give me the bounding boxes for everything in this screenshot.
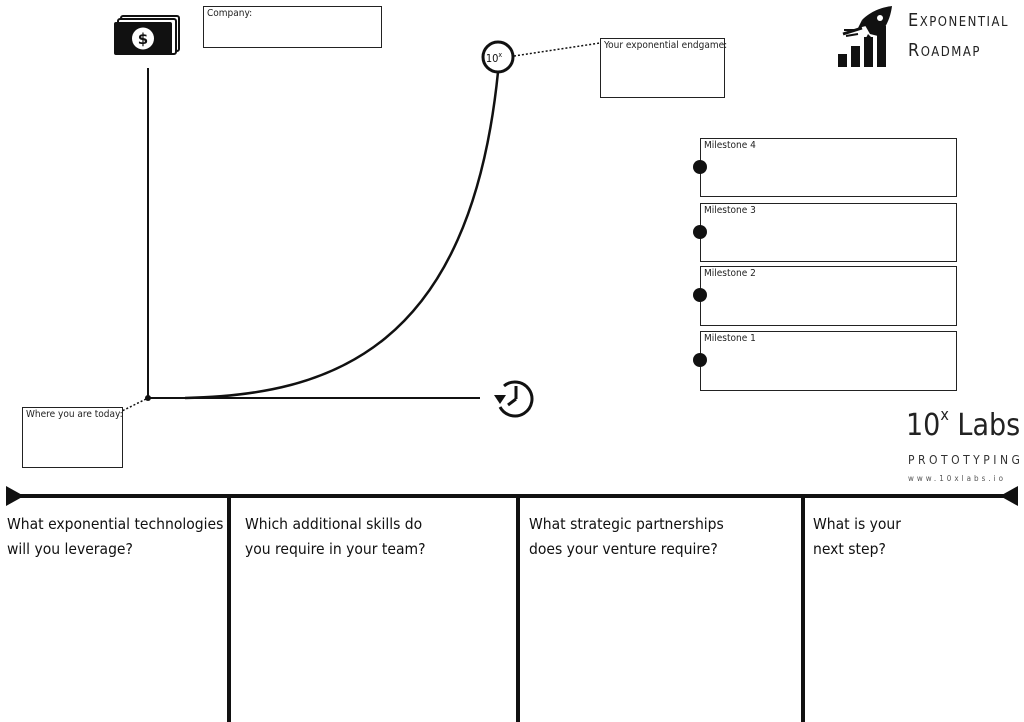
question-partnerships-line2: does your venture require? (529, 540, 718, 558)
question-partnerships-line1: What strategic partnerships (529, 515, 724, 533)
svg-text:$: $ (138, 30, 148, 48)
milestone-4-label: Milestone 4 (704, 140, 756, 151)
company-label: Company: (207, 8, 253, 19)
milestone-4-box[interactable]: Milestone 4 (693, 138, 957, 197)
question-next-step: What is your next step? (813, 512, 901, 562)
labs-url: www.10xlabs.io (908, 474, 1007, 483)
today-box[interactable]: Where you are today: (22, 407, 123, 468)
milestone-3-label: Milestone 3 (704, 205, 756, 216)
milestone-2-box[interactable]: Milestone 2 (693, 266, 957, 326)
question-next-step-line2: next step? (813, 540, 886, 558)
milestone-2-dot (693, 288, 707, 302)
company-box[interactable]: Company: (203, 6, 382, 48)
question-next-step-line1: What is your (813, 515, 901, 533)
question-skills-line2: you require in your team? (245, 540, 426, 558)
rocket-growth-icon (838, 6, 892, 67)
labs-logo: 10x Labs (906, 405, 1021, 443)
money-stack-icon: $ (114, 15, 180, 55)
question-skills-line1: Which additional skills do (245, 515, 423, 533)
milestone-3-box[interactable]: Milestone 3 (693, 203, 957, 262)
ten-x-marker-text: 10x (486, 51, 503, 65)
endgame-box[interactable]: Your exponential endgame: (600, 38, 728, 98)
timeline-end-arrow (1000, 486, 1018, 506)
today-label: Where you are today: (26, 409, 123, 420)
question-technologies-line1: What exponential technologies (7, 515, 224, 533)
labs-logo-name: Labs (948, 408, 1021, 443)
question-skills: Which additional skills do you require i… (245, 512, 425, 562)
labs-tagline: PROTOTYPING (908, 453, 1024, 467)
milestone-1-label: Milestone 1 (704, 333, 756, 344)
brand-title-line2: Roadmap (908, 40, 981, 61)
ten-x-marker-circle (481, 40, 515, 74)
milestone-2-label: Milestone 2 (704, 268, 756, 279)
origin-point (145, 395, 151, 401)
milestone-4-dot (693, 160, 707, 174)
endgame-label: Your exponential endgame: (604, 40, 728, 51)
exponential-curve (184, 71, 500, 400)
question-technologies: What exponential technologies will you l… (7, 512, 223, 562)
milestone-1-dot (693, 353, 707, 367)
endgame-connector (513, 42, 601, 57)
question-partnerships: What strategic partnerships does your ve… (529, 512, 724, 562)
labs-logo-exp: x (940, 405, 949, 424)
milestone-1-box[interactable]: Milestone 1 (693, 331, 957, 391)
milestone-3-dot (693, 225, 707, 239)
brand-title-line1: Exponential (908, 10, 1009, 31)
today-connector (119, 398, 147, 413)
timeline-start-arrow (6, 486, 24, 506)
question-technologies-line2: will you leverage? (7, 540, 133, 558)
clock-history-icon (494, 380, 534, 418)
labs-logo-base: 10 (906, 408, 941, 443)
